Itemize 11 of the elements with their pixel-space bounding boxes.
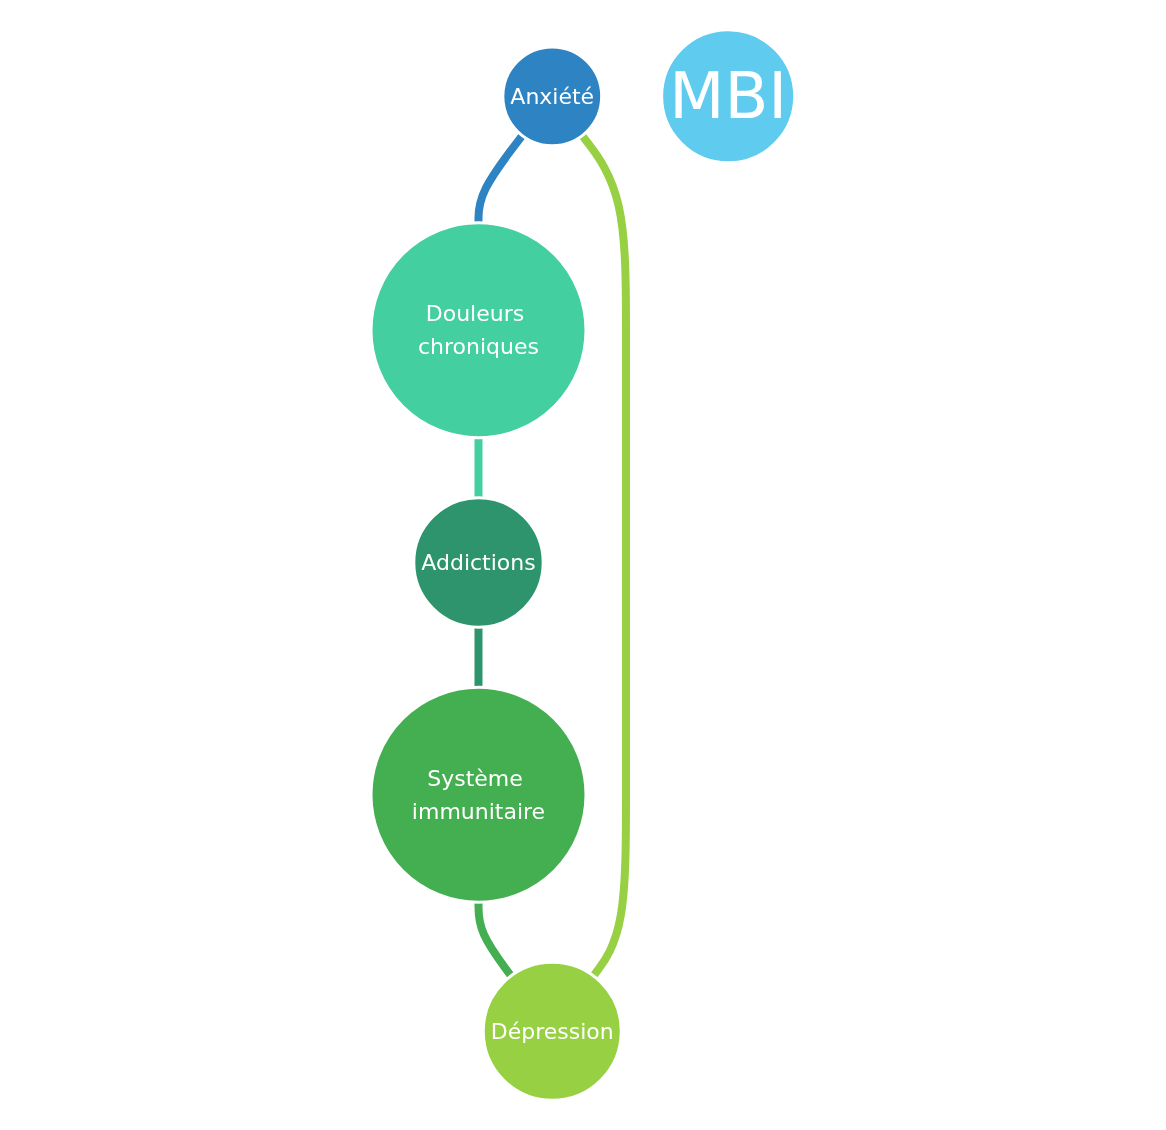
node-circle: Douleurs chroniques <box>369 221 588 440</box>
node-circle: Système immunitaire <box>369 685 588 904</box>
node-circle: Addictions <box>412 496 545 629</box>
node-circle: Anxiété <box>501 45 604 148</box>
connector <box>474 133 526 223</box>
connector <box>474 437 483 498</box>
connector <box>474 902 515 979</box>
node-circle: Dépression <box>481 960 623 1102</box>
node-circle: MBI <box>660 28 797 165</box>
connector <box>579 133 631 979</box>
connector <box>474 627 483 688</box>
